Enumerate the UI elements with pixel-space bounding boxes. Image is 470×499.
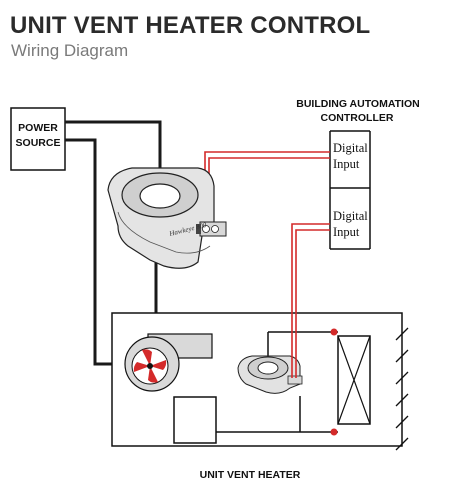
digital-input-1-line1: Digital xyxy=(333,141,368,155)
current-sensor-small xyxy=(237,355,303,394)
current-sensor-large: Hawkeye 800 xyxy=(107,167,227,269)
digital-input-2-line2: Input xyxy=(333,225,360,239)
control-box xyxy=(173,396,217,444)
signal-wires-upper xyxy=(204,151,330,222)
power-source-label-line2: SOURCE xyxy=(16,137,61,149)
terminal-dot-lower xyxy=(330,428,338,436)
page-title: UNIT VENT HEATER CONTROL xyxy=(10,12,371,39)
terminal-dot-upper xyxy=(330,328,338,336)
heater-label: UNIT VENT HEATER xyxy=(200,469,301,481)
signal-wires-lower xyxy=(291,223,330,378)
power-source-box xyxy=(10,107,66,171)
building-automation-controller: BUILDING AUTOMATION CONTROLLER Digital I… xyxy=(296,98,420,250)
page-subtitle: Wiring Diagram xyxy=(11,41,129,60)
controller-label-line1: BUILDING AUTOMATION xyxy=(296,98,419,110)
fan-blades-icon xyxy=(133,349,167,383)
sensor-aperture-icon xyxy=(139,183,181,209)
digital-input-1-line2: Input xyxy=(333,157,360,171)
vent-louvers-icon xyxy=(395,327,409,451)
digital-input-2-line1: Digital xyxy=(333,209,368,223)
power-source: POWER SOURCE xyxy=(10,107,66,171)
power-source-label-line1: POWER xyxy=(18,122,58,134)
controller-label-line2: CONTROLLER xyxy=(321,112,394,124)
unit-vent-heater xyxy=(111,312,409,451)
